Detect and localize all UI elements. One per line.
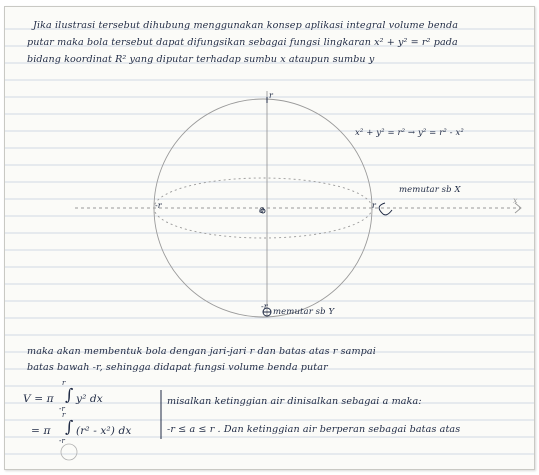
intro-line-2: putar maka bola tersebut dapat difungsik… (27, 37, 458, 48)
circle-equation: x² + y² = r² → y² = r² - x² (355, 128, 464, 138)
note-line-1: misalkan ketinggian air dinisalkan sebag… (167, 396, 422, 407)
rotate-x-arrow (378, 202, 393, 216)
label-origin: 0 (259, 206, 265, 215)
body-line-2: batas bawah -r, sehingga didapat fungsi … (27, 362, 328, 373)
equal-upper-limit: r (62, 411, 66, 419)
equal-integrand: (r² - x²) dx (76, 425, 132, 437)
volume-lhs: V = π (23, 393, 54, 405)
label-bottom-r: -r (261, 302, 268, 311)
label-top-r: r (269, 91, 273, 100)
equator-ellipse (153, 177, 373, 239)
volume-lower-limit: -r (59, 405, 65, 413)
volume-upper-limit: r (62, 379, 66, 387)
label-x-axis: x (513, 196, 518, 205)
volume-integrand: y² dx (76, 393, 103, 405)
intro-line-1: Jika ilustrasi tersebut dihubung menggun… (33, 20, 459, 31)
rotate-y-label: memutar sb Y (273, 307, 335, 317)
equal-lower-limit: -r (59, 437, 65, 445)
integral-sign-2: ∫ (65, 417, 74, 436)
origin-point (260, 208, 266, 214)
ruled-lines (5, 28, 534, 455)
body-line-1: maka akan membentuk bola dengan jari-jar… (27, 346, 376, 357)
equal-lhs: = π (31, 425, 51, 437)
integral-sign-1: ∫ (65, 385, 74, 404)
circle-figure (75, 91, 522, 318)
notebook-page: Jika ilustrasi tersebut dihubung menggun… (4, 6, 535, 470)
intro-line-3: bidang koordinat R² yang diputar terhada… (27, 54, 375, 65)
label-right-r: r (372, 201, 376, 210)
label-left-r: -r (155, 201, 162, 210)
note-divider (60, 390, 162, 461)
note-line-2: -r ≤ a ≤ r . Dan ketinggian air berperan… (167, 424, 461, 435)
rotate-x-label: memutar sb X (399, 185, 461, 195)
